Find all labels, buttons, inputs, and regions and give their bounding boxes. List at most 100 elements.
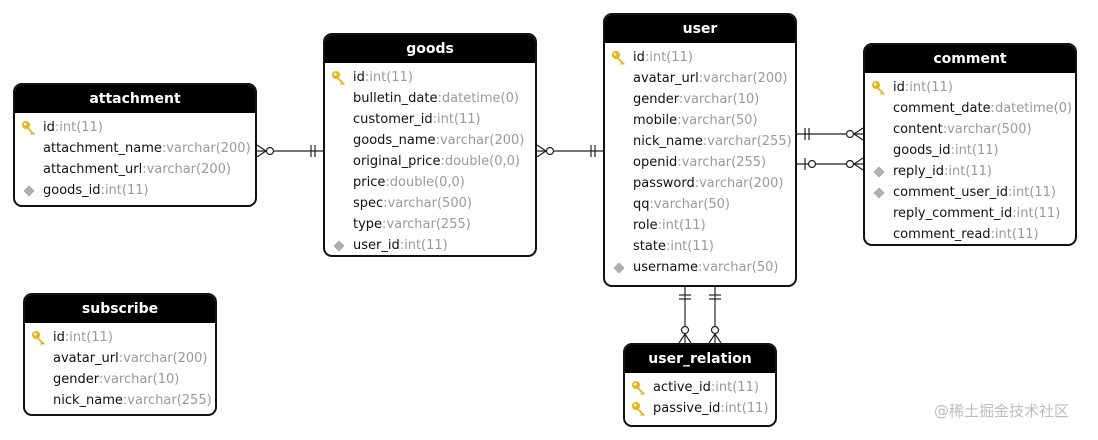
- field-type: int(11): [909, 80, 953, 95]
- field-name: spec: [353, 196, 384, 211]
- field-type: varchar(200): [699, 176, 784, 191]
- field-row[interactable]: goods_id:int(11): [865, 140, 1075, 161]
- field-name: type: [353, 217, 383, 232]
- field-name: avatar_url: [53, 351, 119, 366]
- field-separator: :: [437, 91, 442, 106]
- entity-title: subscribe: [25, 295, 215, 323]
- field-name: content: [893, 122, 943, 137]
- field-row[interactable]: mobile:varchar(50): [605, 110, 795, 131]
- crowfoot-prong: [714, 333, 722, 344]
- field-type: int(11): [104, 183, 149, 198]
- field-list: id:int(11)comment_date:datetime(0)conten…: [865, 73, 1075, 244]
- field-separator: :: [990, 227, 995, 242]
- field-type: varchar(200): [703, 71, 788, 86]
- field-type: int(11): [436, 112, 481, 127]
- field-row[interactable]: original_price:double(0,0): [325, 151, 535, 172]
- field-row[interactable]: spec:varchar(500): [325, 193, 535, 214]
- field-row[interactable]: goods_name:varchar(200): [325, 130, 535, 151]
- field-name: role: [633, 218, 658, 233]
- field-row[interactable]: passive_id:int(11): [625, 398, 775, 419]
- field-separator: :: [399, 238, 405, 253]
- field-row[interactable]: user_id:int(11): [325, 235, 535, 255]
- field-row[interactable]: active_id:int(11): [625, 377, 775, 398]
- crowfoot-prong: [536, 150, 547, 158]
- field-row[interactable]: id:int(11): [325, 67, 535, 88]
- field-row[interactable]: reply_id:int(11): [865, 161, 1075, 182]
- field-row[interactable]: username:varchar(50): [605, 257, 795, 278]
- cardinality-zero-circle: [710, 325, 720, 335]
- field-row[interactable]: price:double(0,0): [325, 172, 535, 193]
- field-separator: :: [990, 101, 995, 116]
- field-type: varchar(50): [681, 113, 758, 128]
- field-row[interactable]: comment_user_id:int(11): [865, 182, 1075, 203]
- field-type: double(0,0): [389, 175, 465, 190]
- field-row[interactable]: comment_read:int(11): [865, 224, 1075, 244]
- crowfoot-prong: [853, 133, 864, 141]
- field-type: int(11): [369, 70, 413, 85]
- cardinality-zero-circle: [845, 159, 855, 169]
- field-separator: :: [694, 176, 700, 191]
- field-row[interactable]: comment_date:datetime(0): [865, 98, 1075, 119]
- field-name: reply_id: [893, 164, 944, 179]
- field-list: active_id:int(11)passive_id:int(11): [625, 373, 775, 423]
- field-row[interactable]: id:int(11): [15, 117, 255, 138]
- field-row[interactable]: attachment_name:varchar(200): [15, 138, 255, 159]
- field-type: varchar(255): [386, 217, 471, 232]
- field-separator: :: [161, 141, 167, 156]
- field-row[interactable]: gender:varchar(10): [25, 369, 215, 390]
- field-row[interactable]: nick_name:varchar(255): [25, 390, 215, 411]
- field-list: id:int(11)avatar_url:varchar(200)gender:…: [605, 43, 795, 282]
- field-row[interactable]: password:varchar(200): [605, 173, 795, 194]
- field-row[interactable]: type:varchar(255): [325, 214, 535, 235]
- field-row[interactable]: content:varchar(500): [865, 119, 1075, 140]
- field-separator: :: [657, 218, 663, 233]
- field-row[interactable]: reply_comment_id:int(11): [865, 203, 1075, 224]
- field-name: goods_id: [43, 183, 101, 198]
- field-separator: :: [385, 175, 390, 190]
- field-name: id: [53, 330, 65, 345]
- field-row[interactable]: bulletin_date:datetime(0): [325, 88, 535, 109]
- field-type: varchar(255): [127, 393, 212, 408]
- field-separator: :: [720, 401, 725, 416]
- field-row[interactable]: id:int(11): [25, 327, 215, 348]
- cardinality-zero-circle: [680, 325, 690, 335]
- field-name: openid: [633, 155, 678, 170]
- field-separator: :: [382, 217, 387, 232]
- entity-title: goods: [325, 35, 535, 63]
- field-list: id:int(11)bulletin_date:datetime(0)custo…: [325, 63, 535, 255]
- field-separator: :: [677, 155, 682, 170]
- field-name: comment_user_id: [893, 185, 1008, 200]
- field-name: user_id: [353, 238, 400, 253]
- field-name: state: [633, 239, 666, 254]
- field-row[interactable]: attachment_url:varchar(200): [15, 159, 255, 180]
- field-row[interactable]: id:int(11): [605, 47, 795, 68]
- field-separator: :: [98, 372, 104, 387]
- field-type: varchar(10): [683, 92, 760, 107]
- field-name: comment_read: [893, 227, 991, 242]
- crowfoot-prong: [708, 333, 716, 344]
- field-separator: :: [364, 70, 370, 85]
- field-name: passive_id: [653, 401, 721, 416]
- field-row[interactable]: qq:varchar(50): [605, 194, 795, 215]
- field-row[interactable]: role:int(11): [605, 215, 795, 236]
- field-row[interactable]: state:int(11): [605, 236, 795, 257]
- field-type: int(11): [649, 50, 693, 65]
- field-row[interactable]: openid:varchar(255): [605, 152, 795, 173]
- entity-title: user: [605, 15, 795, 43]
- field-row[interactable]: nick_name:varchar(255): [605, 131, 795, 152]
- field-row[interactable]: avatar_url:varchar(200): [25, 348, 215, 369]
- field-row[interactable]: gender:varchar(10): [605, 89, 795, 110]
- field-name: avatar_url: [633, 71, 699, 86]
- field-row[interactable]: customer_id:int(11): [325, 109, 535, 130]
- field-row[interactable]: avatar_url:varchar(200): [605, 68, 795, 89]
- field-row[interactable]: goods_id:int(11): [15, 180, 255, 201]
- field-type: int(11): [69, 330, 113, 345]
- field-row[interactable]: id:int(11): [865, 77, 1075, 98]
- field-name: gender: [633, 92, 679, 107]
